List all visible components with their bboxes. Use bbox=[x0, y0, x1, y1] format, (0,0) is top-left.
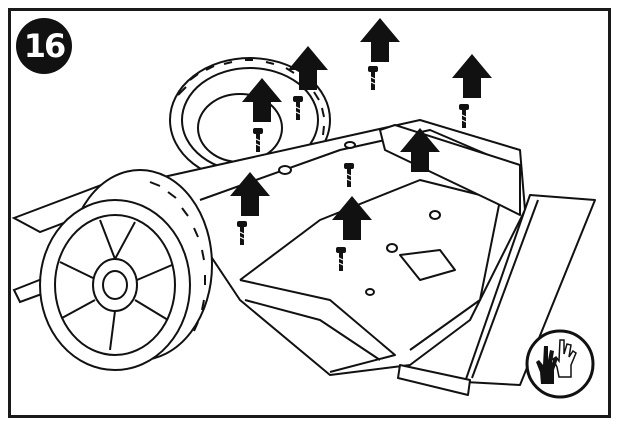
step-number-badge: 16 bbox=[16, 18, 72, 74]
front-plate bbox=[397, 194, 596, 396]
front-wheel bbox=[39, 169, 213, 371]
gloves-icon bbox=[525, 329, 595, 399]
up-arrow-icon bbox=[452, 54, 492, 98]
up-arrow-icon bbox=[360, 18, 400, 62]
screw-icon bbox=[458, 103, 470, 129]
screw-icon bbox=[367, 65, 379, 91]
